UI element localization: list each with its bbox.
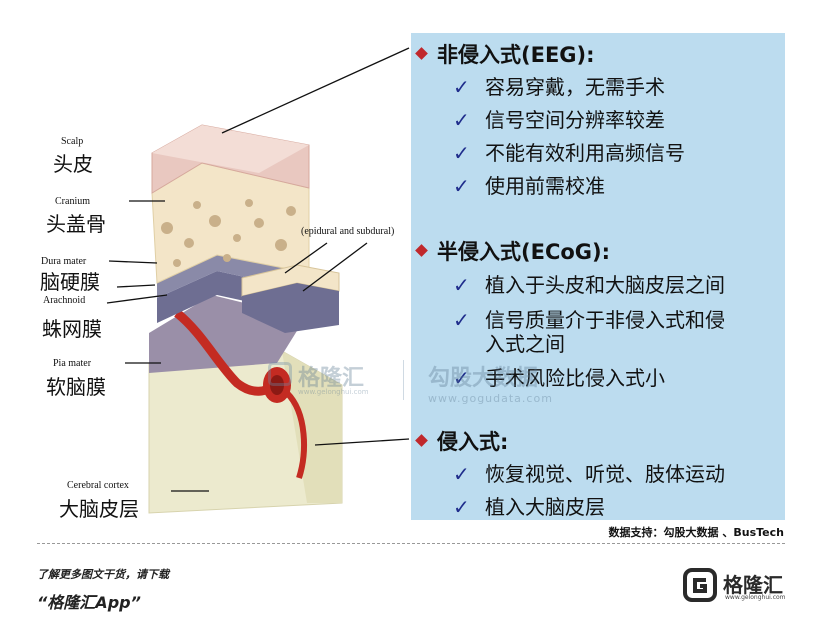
label-epidural-subdural: (epidural and subdural) bbox=[301, 226, 395, 237]
label-pia-en: Pia mater bbox=[53, 358, 92, 369]
label-arachnoid-zh: 蛛网膜 bbox=[42, 317, 102, 341]
subdural-layer bbox=[242, 283, 339, 333]
diamond-bullet-icon bbox=[415, 434, 428, 447]
footer-promo-text: 了解更多图文干货，请下载 bbox=[37, 568, 169, 581]
vessel-lumen bbox=[270, 375, 284, 395]
data-credit: 数据支持：勾股大数据 、BusTech bbox=[608, 526, 784, 539]
scalp-top bbox=[152, 125, 309, 173]
label-dura-zh: 脑硬膜 bbox=[40, 270, 100, 294]
label-cranium-en: Cranium bbox=[55, 196, 90, 207]
label-scalp-zh: 头皮 bbox=[53, 152, 93, 176]
check-icon: ✓ bbox=[453, 174, 470, 198]
check-icon: ✓ bbox=[453, 108, 470, 132]
section-title-noninvasive: 非侵入式(EEG): bbox=[437, 43, 595, 67]
check-icon: ✓ bbox=[453, 308, 470, 332]
leader-lines bbox=[106, 47, 410, 492]
brain-layers-diagram: Scalp 头皮 Cranium 头盖骨 Dura mater 脑硬膜 Arac… bbox=[37, 33, 411, 520]
label-pia-zh: 软脑膜 bbox=[46, 375, 106, 399]
footer-divider bbox=[37, 543, 785, 544]
gelonghui-logo: 格隆汇 www.gelonghui.com bbox=[683, 566, 793, 604]
footer-app-name: “格隆汇App” bbox=[37, 593, 141, 612]
bone-pores bbox=[161, 199, 296, 267]
logo-text: 格隆汇 bbox=[723, 573, 783, 597]
logo-url: www.gelonghui.com bbox=[725, 594, 786, 601]
check-icon: ✓ bbox=[453, 273, 470, 297]
gelonghui-logo-icon bbox=[683, 568, 717, 602]
check-icon: ✓ bbox=[453, 75, 470, 99]
check-icon: ✓ bbox=[453, 462, 470, 486]
check-icon: ✓ bbox=[453, 141, 470, 165]
check-icon: ✓ bbox=[453, 366, 470, 390]
brain-layers-illustration bbox=[106, 47, 410, 514]
section-title-semi-invasive: 半侵入式(ECoG): bbox=[437, 240, 611, 264]
check-icon: ✓ bbox=[453, 495, 470, 519]
blood-vessel-2 bbox=[284, 390, 307, 479]
slide: Scalp 头皮 Cranium 头盖骨 Dura mater 脑硬膜 Arac… bbox=[37, 33, 785, 520]
bci-comparison-panel: 非侵入式(EEG): ✓容易穿戴，无需手术 ✓信号空间分辨率较差 ✓不能有效利用… bbox=[415, 33, 785, 520]
label-dura-en: Dura mater bbox=[41, 256, 87, 267]
label-scalp-en: Scalp bbox=[61, 136, 84, 147]
diamond-bullet-icon bbox=[415, 244, 428, 257]
diamond-bullet-icon bbox=[415, 47, 428, 60]
label-cortex-zh: 大脑皮层 bbox=[59, 497, 139, 520]
label-cranium-zh: 头盖骨 bbox=[46, 212, 106, 236]
label-arachnoid-en: Arachnoid bbox=[43, 295, 86, 306]
section-title-invasive: 侵入式: bbox=[437, 430, 509, 454]
cortex-side bbox=[282, 351, 342, 503]
label-cortex-en: Cerebral cortex bbox=[67, 480, 129, 491]
